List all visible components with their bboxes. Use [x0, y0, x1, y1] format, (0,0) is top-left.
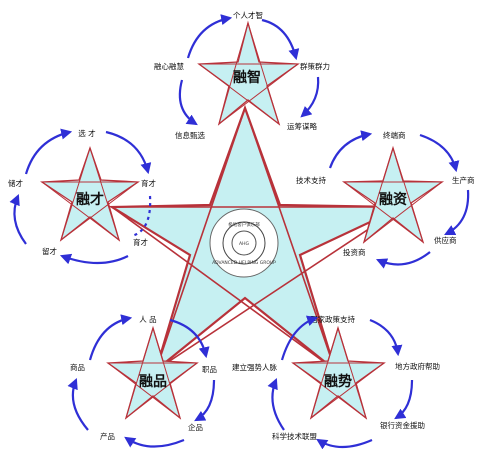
arrow-shi-4 — [267, 377, 285, 431]
node-cai-5: 储才 — [8, 178, 23, 188]
node-zhi-5: 融心融慧 — [154, 61, 184, 71]
node-zhi-4: 信息甄选 — [175, 130, 205, 140]
star-rongzhi: 融智 个人才智 群策群力 运筹谋略 信息甄选 融心融慧 — [154, 10, 330, 140]
node-cai-3: 育才 — [133, 237, 148, 247]
arrow-shi-2 — [394, 379, 414, 420]
node-zhi-2: 群策群力 — [300, 61, 330, 71]
arrow-cai-1 — [105, 130, 152, 175]
arrow-shi-5 — [280, 315, 319, 361]
node-shi-4: 科学技术联盟 — [272, 431, 317, 441]
arrow-zi-4 — [328, 130, 373, 169]
arrow-pin-4 — [67, 377, 89, 431]
logo-emblem: AHG — [239, 241, 249, 247]
arrow-cai-5 — [24, 128, 73, 175]
arrow-pin-5 — [88, 314, 133, 361]
node-cai-1: 选 才 — [78, 128, 96, 138]
arrow-shi-1 — [369, 318, 403, 357]
logo-ring-top: 极地客户俱乐部 — [228, 221, 260, 228]
arrow-zhi-3 — [178, 79, 198, 126]
node-shi-3: 银行资金援助 — [380, 420, 425, 430]
node-zhi-1: 个人才智 — [233, 10, 263, 20]
star-rongpin-title: 融品 — [139, 373, 167, 390]
logo-ring-bottom: ADVANCED HELPING GROUP — [212, 260, 276, 266]
star-rongcai-shape — [40, 146, 140, 242]
node-cai-4: 留才 — [42, 246, 57, 256]
star-rongshi-lines — [291, 327, 386, 420]
node-shi-2: 地方政府帮助 — [395, 361, 440, 371]
node-zi-3: 供应商 — [434, 235, 457, 245]
arrow-cai-3 — [59, 253, 129, 265]
arrow-cai-4 — [9, 193, 27, 245]
node-pin-5: 商品 — [70, 362, 85, 372]
star-rongzhi-shape — [197, 20, 300, 126]
node-pin-4: 产品 — [100, 431, 115, 441]
node-pin-3: 企品 — [188, 422, 203, 432]
star-rongcai-lines — [40, 147, 140, 242]
star-rongzhi-lines — [197, 22, 300, 126]
star-rongshi-shape — [291, 325, 386, 420]
node-zi-4: 投资商 — [343, 247, 366, 257]
star-rongcai: 融才 选 才 育才 育才 留才 储才 — [8, 128, 156, 265]
star-rongpin-lines — [106, 327, 199, 420]
star-rongpin-shape — [106, 325, 199, 420]
star-rongcai-title: 融才 — [76, 191, 104, 208]
arrow-zhi-2 — [300, 76, 320, 118]
star-rongzi: 融资 终端商 生产商 供应商 投资商 技术支持 — [296, 130, 475, 269]
arrow-zi-2 — [444, 189, 470, 235]
arrow-pin-1 — [169, 318, 210, 359]
node-shi-1: 国家政策支持 — [310, 314, 355, 324]
node-zi-1: 终端商 — [383, 130, 406, 140]
arrow-zhi-1 — [261, 18, 300, 61]
star-rongshi-title: 融势 — [324, 373, 352, 390]
star-rongshi: 融势 国家政策支持 地方政府帮助 银行资金援助 科学技术联盟 建立强势人脉 — [232, 314, 440, 450]
arrow-zi-3 — [375, 251, 431, 269]
center-logo: AHG 极地客户俱乐部 ADVANCED HELPING GROUP — [209, 208, 279, 278]
arrow-zi-1 — [419, 133, 460, 173]
star-rongzhi-title: 融智 — [233, 69, 261, 86]
node-shi-5: 建立强势人脉 — [232, 362, 277, 372]
node-zi-2: 生产商 — [452, 175, 475, 185]
node-zi-5: 技术支持 — [296, 175, 326, 185]
arrow-shi-3 — [316, 438, 373, 450]
node-cai-2: 育才 — [141, 178, 156, 188]
star-rongzi-title: 融资 — [379, 191, 407, 208]
node-pin-2: 职品 — [202, 365, 217, 374]
node-zhi-3: 运筹谋略 — [287, 121, 317, 131]
arrow-zhi-4 — [186, 14, 233, 59]
arrow-pin-3 — [124, 436, 185, 448]
star-rongpin: 融品 人 品 职品 企品 产品 商品 — [67, 314, 217, 448]
star-rongzi-lines — [342, 147, 444, 244]
arrow-cai-2 — [131, 195, 152, 238]
arrow-pin-2 — [194, 379, 216, 422]
big-star-inner-lines — [109, 105, 405, 373]
node-pin-1: 人 品 — [139, 315, 156, 324]
